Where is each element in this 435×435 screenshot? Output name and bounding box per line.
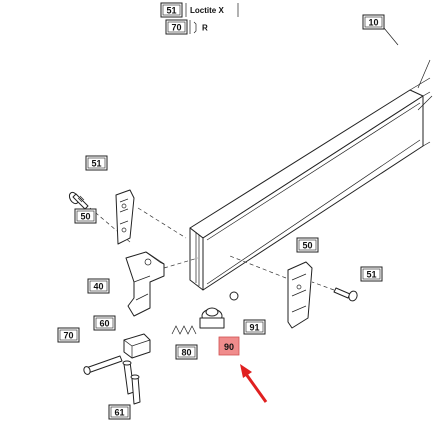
callout-50-left: 50	[80, 212, 90, 222]
highlight-arrow	[240, 364, 268, 403]
legend: 51 Loctite X 70 R	[160, 2, 239, 35]
callout-box-60	[93, 315, 116, 331]
callout-61: 61	[114, 408, 124, 418]
callout-50-right: 50	[302, 241, 312, 251]
bracket-right	[287, 261, 313, 329]
legend-repair-callout-box	[165, 19, 188, 35]
callout-box-51-right	[360, 266, 383, 282]
small-block	[123, 333, 151, 359]
repair-icon	[193, 21, 197, 34]
screw-top-left	[68, 191, 89, 210]
clamp-block	[125, 251, 165, 317]
legend-repair-text: R	[202, 24, 208, 33]
callout-box-40	[87, 278, 110, 294]
callout-60: 60	[99, 319, 109, 329]
long-pin	[83, 355, 123, 375]
bottom-bolts	[122, 360, 141, 405]
callout-10: 10	[368, 18, 378, 28]
callout-40: 40	[93, 282, 103, 292]
legend-repair-callout: 70	[171, 23, 181, 33]
callout-box-70	[57, 327, 80, 343]
callout-box-91	[243, 319, 266, 335]
callout-box-50-left	[74, 208, 97, 224]
spring	[171, 325, 197, 335]
bracket-left	[115, 189, 135, 245]
callout-80: 80	[181, 348, 191, 358]
legend-loctite-text: Loctite X	[190, 6, 224, 15]
callout-box-51-top	[85, 155, 108, 171]
callout-70: 70	[63, 331, 73, 341]
callout-91: 91	[249, 323, 259, 333]
callout-51-right: 51	[366, 270, 376, 280]
callout-box-50-right	[296, 237, 319, 253]
legend-loctite-callout-box	[160, 2, 183, 18]
rail-profile	[189, 59, 433, 291]
callout-box-80	[175, 344, 198, 360]
callout-box-10	[362, 14, 385, 30]
callout-box-90-highlight	[218, 336, 240, 356]
legend-loctite-callout: 51	[166, 6, 176, 16]
callout-box-61	[108, 404, 131, 420]
screw-right	[333, 287, 358, 302]
knob-assembly	[199, 291, 239, 329]
callout-51-top: 51	[91, 159, 101, 169]
callout-90: 90	[224, 342, 234, 352]
